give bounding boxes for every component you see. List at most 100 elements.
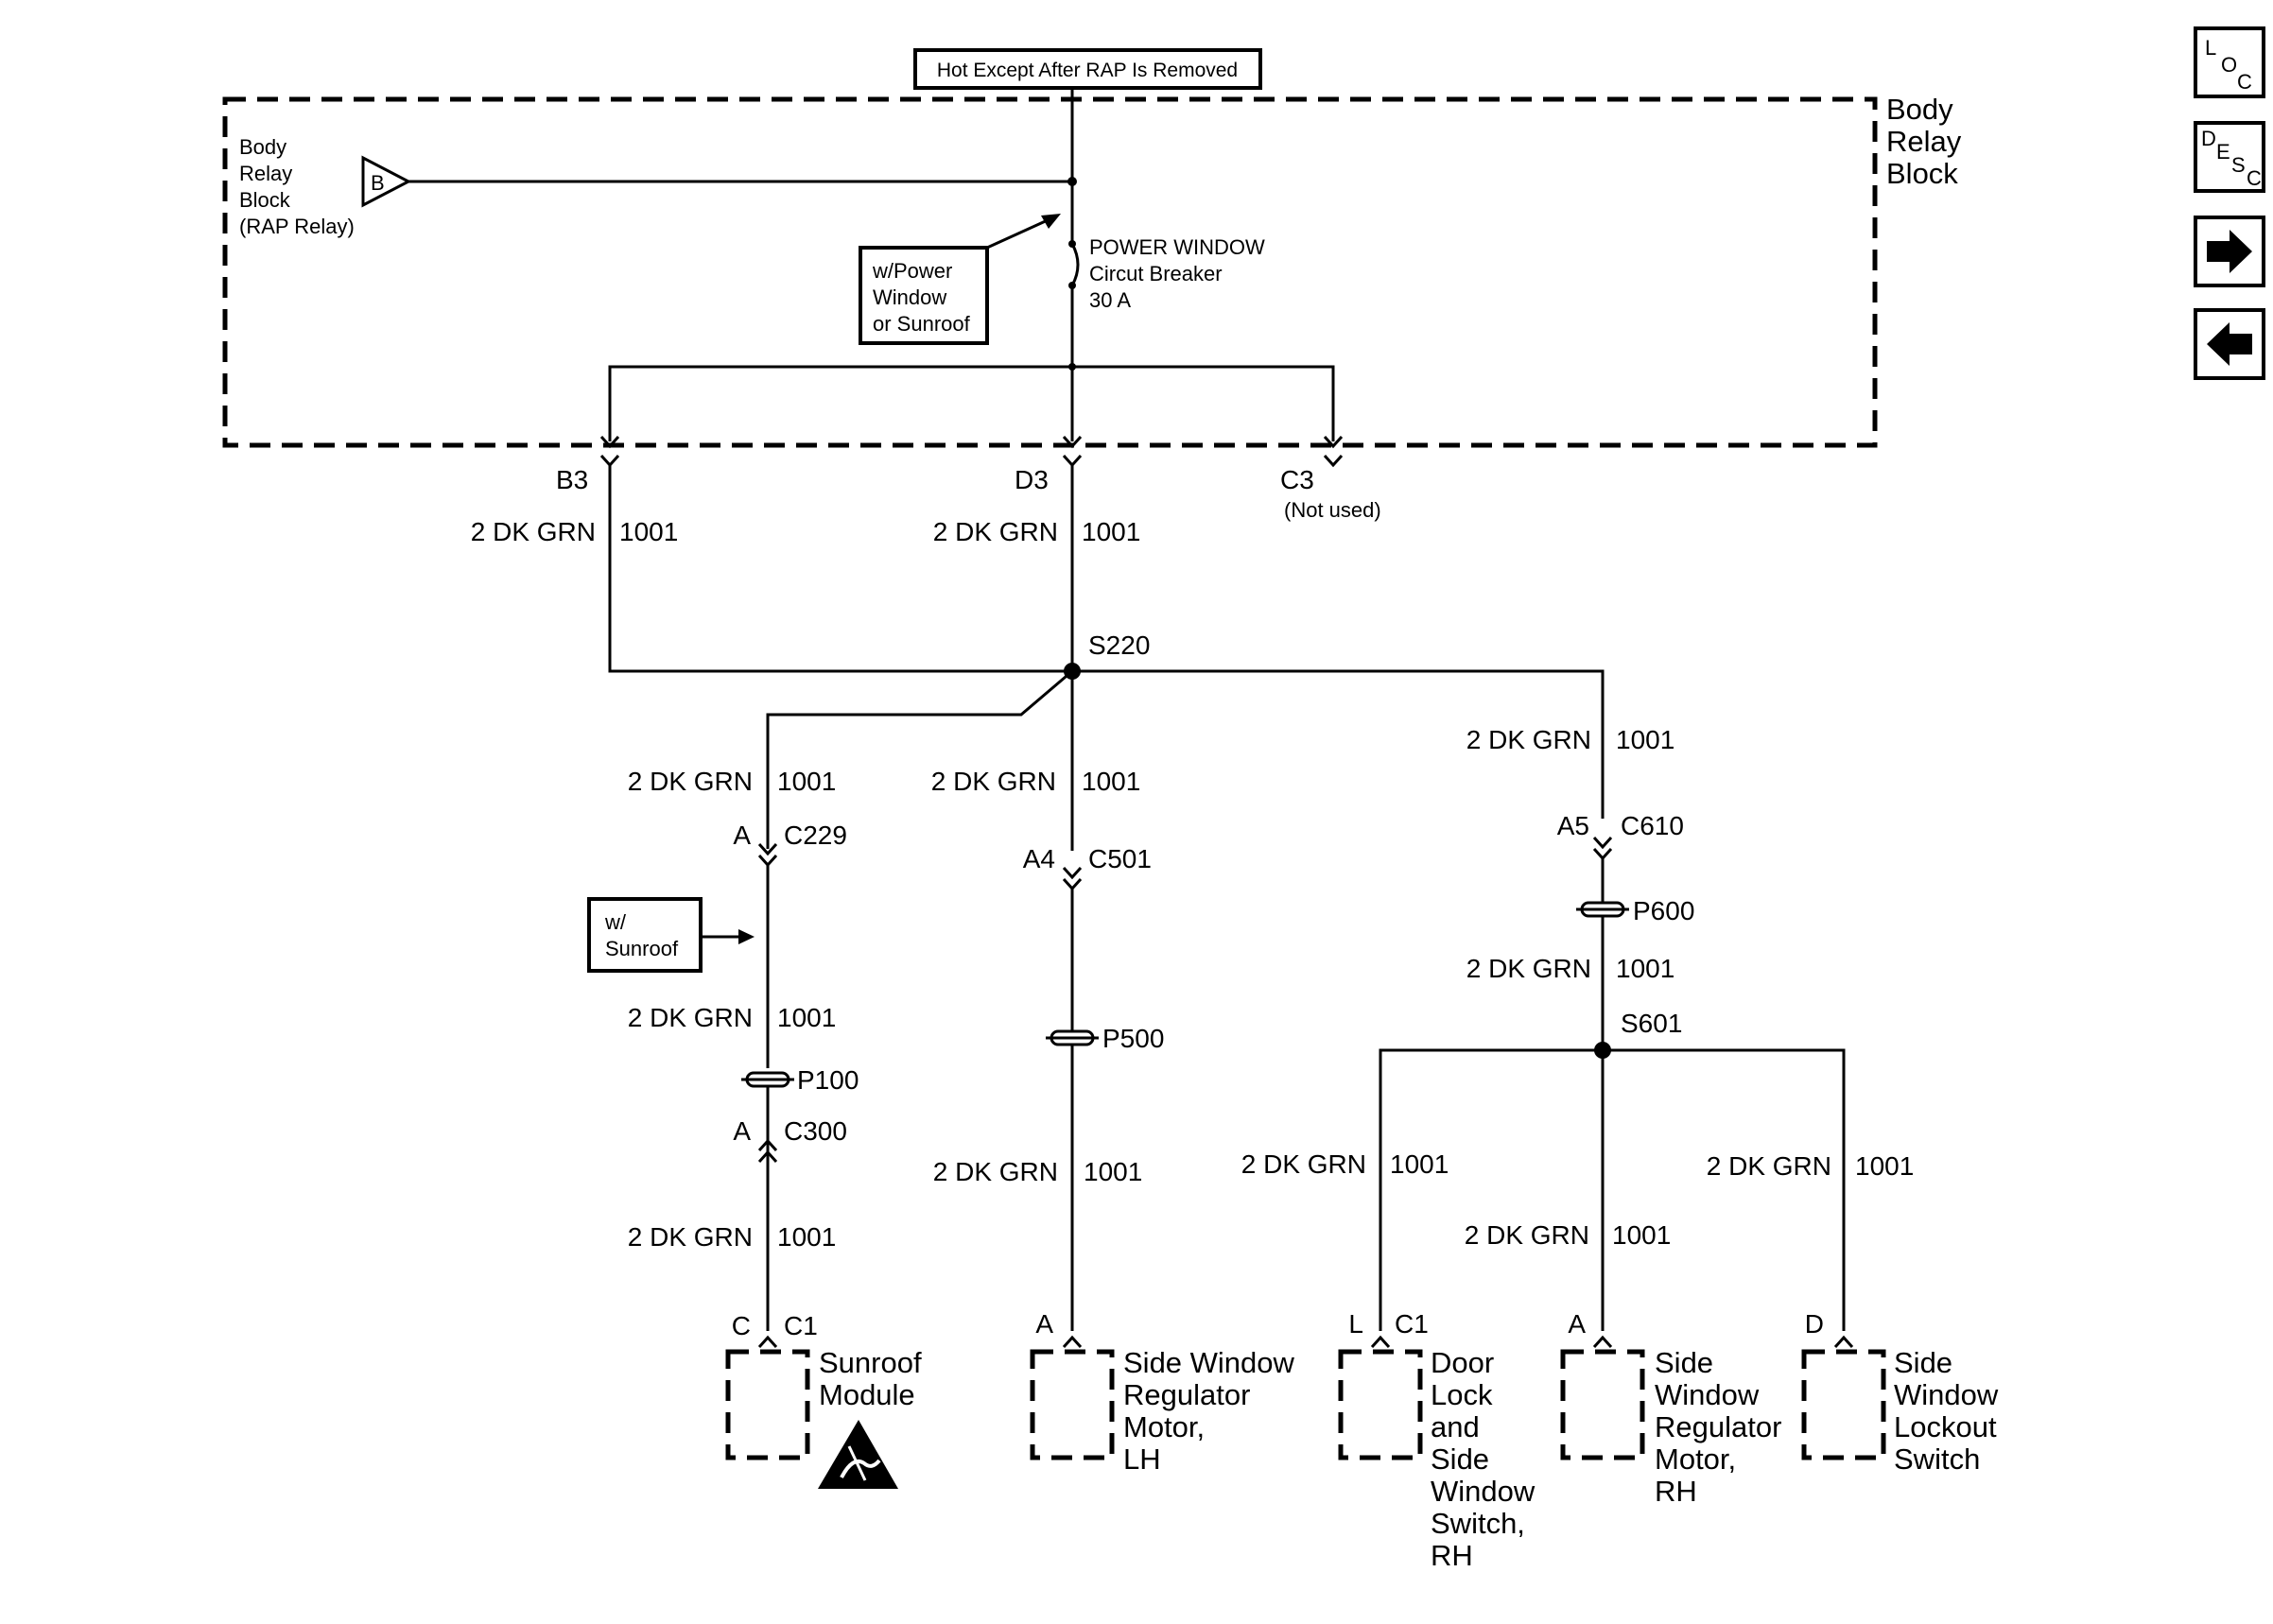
body-relay-block-title: Body Relay Block <box>1886 93 1962 190</box>
wire-color-label: 2 DK GRN <box>1466 954 1591 983</box>
desc-button[interactable]: D E S C <box>2194 121 2265 193</box>
connector-d3-label: D3 <box>1015 465 1049 494</box>
circuit-number-label: 1001 <box>1855 1151 1914 1181</box>
connector-pin-label: A <box>1035 1309 1053 1339</box>
svg-text:E: E <box>2216 140 2230 164</box>
source-b-triangle: B <box>361 155 412 208</box>
svg-text:S: S <box>2231 153 2246 177</box>
lh-motor-label: Side Window Regulator Motor, LH <box>1123 1346 1295 1476</box>
connector-c501-symbol <box>1062 866 1083 891</box>
svg-text:O: O <box>2221 53 2237 77</box>
svg-text:RH: RH <box>1655 1475 1697 1508</box>
pass-through-p500-symbol <box>1046 1029 1099 1046</box>
circuit-number-label: 1001 <box>1612 1220 1671 1250</box>
wire-color-label: 2 DK GRN <box>931 767 1056 796</box>
svg-text:or Sunroof: or Sunroof <box>873 312 971 336</box>
svg-text:POWER WINDOW: POWER WINDOW <box>1089 235 1265 259</box>
arrow-left-icon <box>2207 322 2252 366</box>
connector-c501-label: C501 <box>1088 844 1152 873</box>
junction-dot <box>1067 177 1077 186</box>
svg-text:Block: Block <box>1886 157 1958 190</box>
svg-text:w/: w/ <box>604 910 627 934</box>
connector-pin-label: D <box>1805 1309 1824 1339</box>
connector-pin-label: L <box>1348 1309 1363 1339</box>
wire-color-label: 2 DK GRN <box>628 767 753 796</box>
connector-terminal-symbol <box>1592 1335 1613 1349</box>
svg-text:Sunroof: Sunroof <box>819 1346 922 1379</box>
next-button[interactable] <box>2194 216 2265 287</box>
wire-color-label: 2 DK GRN <box>1707 1151 1831 1181</box>
loc-button[interactable]: L O C <box>2194 26 2265 98</box>
svg-text:Regulator: Regulator <box>1655 1410 1781 1443</box>
door-lock-switch-box <box>1338 1349 1423 1460</box>
svg-text:Motor,: Motor, <box>1655 1443 1736 1476</box>
circuit-number-label: 1001 <box>619 517 678 546</box>
svg-text:Switch: Switch <box>1894 1443 1980 1476</box>
option-sunroof-box: w/ Sunroof <box>587 897 755 973</box>
connector-pin-label: A <box>733 1116 751 1146</box>
wire-s220-to-c610 <box>1072 669 1605 819</box>
svg-text:Lock: Lock <box>1431 1378 1493 1411</box>
door-lock-switch-label: Door Lock and Side Window Switch, RH <box>1431 1346 1536 1572</box>
svg-text:Switch,: Switch, <box>1431 1507 1525 1540</box>
connector-pin-label: C <box>732 1311 751 1340</box>
lh-motor-box <box>1030 1349 1115 1460</box>
connector-pin-label: A4 <box>1023 844 1055 873</box>
pass-through-p100-label: P100 <box>797 1065 859 1095</box>
circuit-number-label: 1001 <box>1082 767 1140 796</box>
svg-text:Door: Door <box>1431 1346 1494 1379</box>
svg-text:Lockout: Lockout <box>1894 1410 1997 1443</box>
distribution-bus <box>608 365 1335 441</box>
previous-button[interactable] <box>2194 308 2265 380</box>
circuit-breaker <box>1068 240 1080 289</box>
svg-text:30 A: 30 A <box>1089 288 1131 312</box>
svg-text:D: D <box>2201 127 2216 150</box>
connector-terminal-symbol <box>1370 1335 1391 1349</box>
circuit-number-label: 1001 <box>1082 517 1140 546</box>
rh-motor-label: Side Window Regulator Motor, RH <box>1655 1346 1781 1508</box>
arrow-right-icon <box>2207 230 2252 273</box>
wire-color-label: 2 DK GRN <box>1465 1220 1589 1250</box>
body-relay-block-boundary <box>222 96 1878 448</box>
svg-text:Body: Body <box>1886 93 1953 126</box>
arrow-icon <box>738 929 755 944</box>
rh-motor-box <box>1560 1349 1645 1460</box>
splice-s220-label: S220 <box>1088 631 1150 660</box>
svg-text:LH: LH <box>1123 1443 1161 1476</box>
wire-color-label: 2 DK GRN <box>1466 725 1591 754</box>
circuit-number-label: 1001 <box>1616 725 1674 754</box>
lockout-switch-box <box>1801 1349 1886 1460</box>
connector-c3-symbol <box>1323 435 1344 468</box>
svg-text:Side: Side <box>1655 1346 1713 1379</box>
arrow-icon <box>1041 214 1061 229</box>
svg-text:w/Power: w/Power <box>872 259 952 283</box>
circuit-number-label: 1001 <box>1390 1149 1449 1179</box>
circuit-breaker-label: POWER WINDOW Circut Breaker 30 A <box>1089 235 1265 312</box>
svg-text:(RAP Relay): (RAP Relay) <box>239 215 355 238</box>
splice-s601-label: S601 <box>1621 1009 1682 1038</box>
pass-through-p600-symbol <box>1576 901 1629 918</box>
connector-c1-label: C1 <box>784 1311 818 1340</box>
pass-through-p500-label: P500 <box>1102 1024 1164 1053</box>
connector-c610-label: C610 <box>1621 811 1684 840</box>
connector-c300-label: C300 <box>784 1116 847 1146</box>
connector-c300-symbol <box>757 1138 778 1164</box>
svg-text:Side Window: Side Window <box>1123 1346 1295 1379</box>
connector-terminal-symbol <box>1062 1335 1083 1349</box>
svg-text:Relay: Relay <box>239 162 292 185</box>
sunroof-module-box <box>725 1349 810 1460</box>
option-power-window-box: w/Power Window or Sunroof <box>859 214 1061 345</box>
connector-c3-label: C3 <box>1280 465 1314 494</box>
svg-text:L: L <box>2205 36 2216 60</box>
connector-pin-label: A <box>1568 1309 1586 1339</box>
connector-c3-note: (Not used) <box>1284 498 1381 522</box>
circuit-number-label: 1001 <box>1616 954 1674 983</box>
wire-s220-to-c229 <box>766 669 1073 849</box>
svg-text:Window: Window <box>1894 1378 1999 1411</box>
connector-c610-symbol <box>1592 836 1613 861</box>
circuit-number-label: 1001 <box>777 1222 836 1252</box>
svg-text:Window: Window <box>873 285 946 309</box>
svg-text:Side: Side <box>1431 1443 1489 1476</box>
wire-color-label: 2 DK GRN <box>1241 1149 1366 1179</box>
connector-c1-label: C1 <box>1395 1309 1429 1339</box>
